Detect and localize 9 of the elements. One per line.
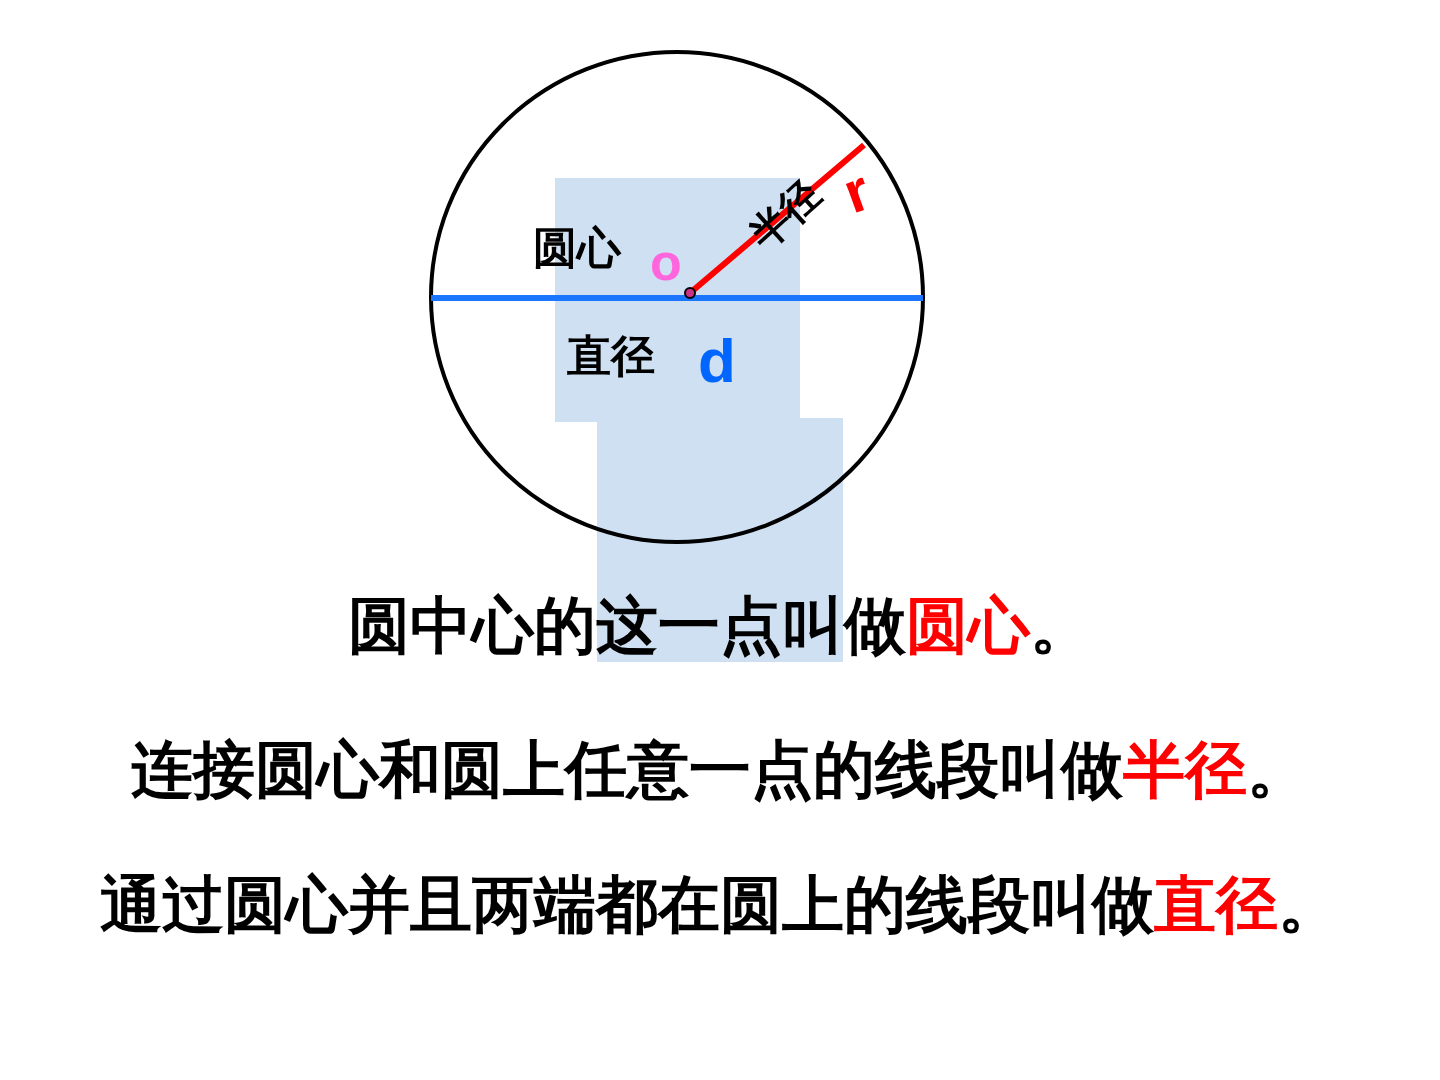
radius-letter: r (836, 160, 878, 223)
definition-text: 圆中心的这一点叫做圆心。 (347, 592, 1093, 661)
diameter-letter: d (698, 330, 736, 392)
definition-text: 通过圆心并且两端都在圆上的线段叫做直径。 (99, 871, 1341, 940)
center-label: 圆心 (533, 226, 621, 270)
diameter-label: 直径 (567, 334, 655, 378)
center-letter: o (650, 236, 682, 288)
radius-label: 半径 (742, 172, 829, 256)
definition-text: 连接圆心和圆上任意一点的线段叫做半径。 (130, 736, 1310, 805)
